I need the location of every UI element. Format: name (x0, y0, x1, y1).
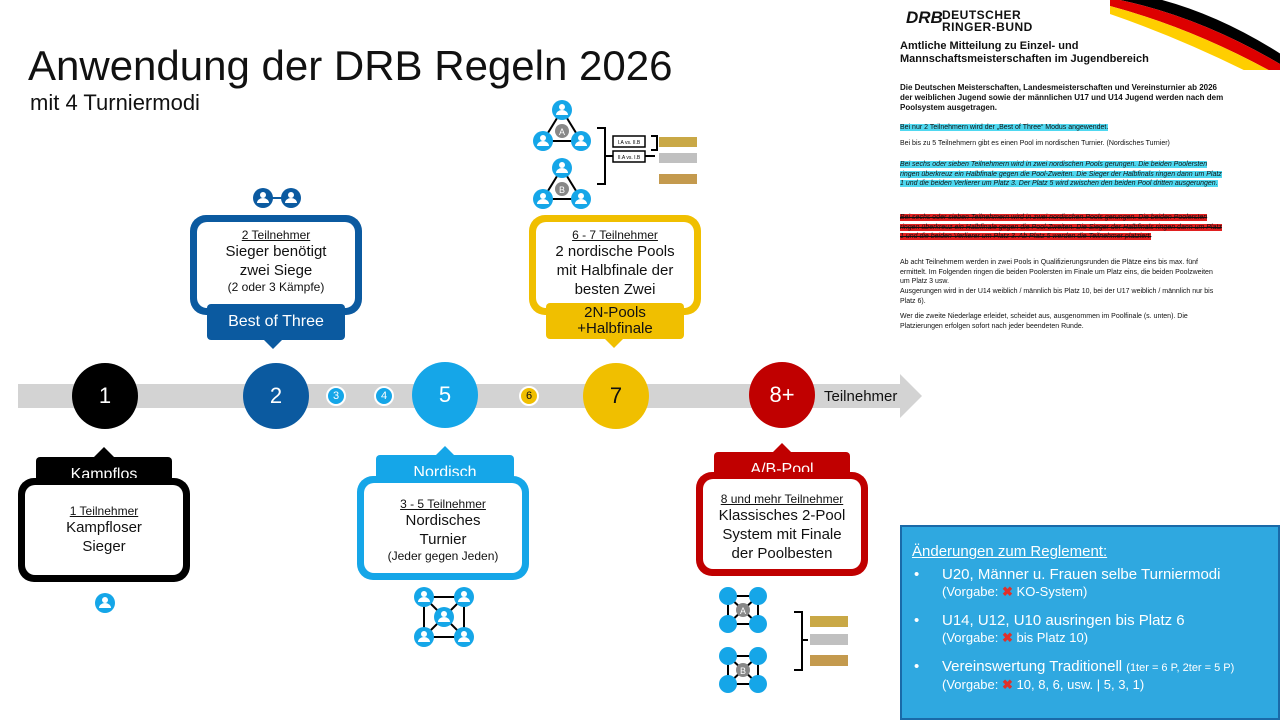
nordisch-participants: 3 - 5 Teilnehmer (400, 497, 486, 511)
kampflos-participants: 1 Teilnehmer (69, 504, 139, 518)
two-n-pools-box: 6 - 7 Teilnehmer 2 nordische Pools mit H… (529, 215, 701, 315)
ab-pool-pointer (772, 443, 792, 453)
kampflos-person-icon (94, 592, 116, 619)
ab-pool-box: 8 und mehr Teilnehmer Klassisches 2-Pool… (696, 472, 868, 576)
semifinal-2-label: II.A vs. I.B (618, 155, 641, 161)
german-flag-swoosh-icon (1110, 0, 1280, 70)
cross-mark-icon: ✖ (1002, 584, 1013, 599)
two-n-pools-participants: 6 - 7 Teilnehmer (572, 228, 658, 242)
two-n-pools-line1: 2 nordische Pools (555, 243, 675, 260)
document-paragraph-5: Ab acht Teilnehmern werden in zwei Pools… (900, 259, 1213, 285)
kampflos-pointer (94, 447, 114, 457)
ab-pool-line3: der Poolbesten (731, 545, 833, 562)
nordisch-line1: Nordisches (405, 512, 481, 529)
page-subtitle: mit 4 Turniermodi (30, 90, 200, 115)
two-n-pools-tag-line2: +Halbfinale (577, 320, 653, 337)
rule-change-prev-value: bis Platz 10) (1016, 630, 1089, 645)
cross-mark-icon: ✖ (1002, 677, 1013, 692)
document-paragraph-2: Bei bis zu 5 Teilnehmern gibt es einen P… (900, 140, 1170, 147)
two-n-pools-tag-line1: 2N-Pools (584, 304, 646, 321)
two-n-pools-line3: besten Zwei (574, 281, 656, 298)
document-paragraph-3-text: Bei sechs oder sieben Teilnehmern wird i… (900, 161, 1222, 187)
document-paragraph-6: Ausgerungen wird in der U14 weiblich / m… (900, 288, 1214, 305)
timeline-node-4: 4 (374, 386, 394, 406)
pool-b-label: B (559, 185, 565, 195)
timeline-arrowhead (900, 374, 922, 418)
best-of-three-participants: 2 Teilnehmer (241, 228, 311, 242)
document-paragraph-3: Bei sechs oder sieben Teilnehmern wird i… (900, 160, 1224, 189)
logo-line2: RINGER-BUND (942, 20, 1033, 34)
rule-change-item: U20, Männer u. Frauen selbe Turniermodi … (912, 566, 1268, 600)
document-paragraph-7: Wer die zweite Niederlage erleidet, sche… (900, 313, 1188, 330)
timeline-node-1: 1 (72, 363, 138, 429)
rule-change-prev-label: (Vorgabe: (942, 677, 999, 692)
document-paragraph-4-text: Bei sechs oder sieben Teilnehmern wird i… (900, 214, 1222, 240)
rule-change-prev-label: (Vorgabe: (942, 584, 999, 599)
rule-change-prev-label: (Vorgabe: (942, 630, 999, 645)
best-of-three-box: 2 Teilnehmer Sieger benötigt zwei Siege … (190, 215, 362, 315)
document-paragraph-4: Bei sechs oder sieben Teilnehmern wird i… (900, 213, 1224, 242)
rule-change-prev-value: KO-System) (1016, 584, 1088, 599)
page-title: Anwendung der DRB Regeln 2026 (28, 42, 673, 89)
kampflos-line1: Kampfloser (66, 519, 142, 536)
nordisch-box: 3 - 5 Teilnehmer Nordisches Turnier (Jed… (357, 476, 529, 580)
timeline-node-6: 6 (519, 386, 539, 406)
document-paragraph-1: Bei nur 2 Teilnehmern wird der „Best of … (900, 123, 1230, 133)
two-n-pools-pointer (604, 338, 624, 348)
ab-pool-line2: System mit Finale (722, 526, 842, 543)
ab-pool-b-label: B (740, 666, 746, 676)
rule-change-main: U14, U12, U10 ausringen bis Platz 6 (942, 612, 1185, 629)
rule-change-main-small: (1ter = 6 P, 2ter = 5 P) (1126, 662, 1235, 674)
kampflos-box: 1 Teilnehmer Kampfloser Sieger (18, 478, 190, 582)
ab-pool-participants: 8 und mehr Teilnehmer (720, 492, 844, 506)
two-n-pools-tag: 2N-Pools +Halbfinale (546, 303, 684, 339)
drb-logo-text: DEUTSCHER RINGER-BUND (942, 9, 1033, 33)
ab-pool-a-label: A (740, 606, 746, 616)
best-of-three-tag: Best of Three (207, 304, 345, 340)
ab-pool-bracket-icon: A B (714, 586, 854, 701)
nordisch-pointer (435, 446, 455, 456)
semifinal-1-label: I.A vs. II.B (618, 140, 641, 146)
nordic-pool-icon (412, 586, 478, 653)
rule-changes-panel: Änderungen zum Reglement: U20, Männer u.… (900, 525, 1280, 720)
timeline-node-3: 3 (326, 386, 346, 406)
best-of-three-line2: zwei Siege (239, 262, 313, 279)
ab-pool-line1: Klassisches 2-Pool (718, 507, 846, 524)
rule-changes-heading: Änderungen zum Reglement: (912, 543, 1108, 560)
rule-change-main: U20, Männer u. Frauen selbe Turniermodi (942, 566, 1221, 583)
timeline-node-7: 7 (583, 363, 649, 429)
best-of-three-line1: Sieger benötigt (225, 243, 327, 260)
nordisch-note: (Jeder gegen Jeden) (387, 549, 499, 563)
timeline-axis-label: Teilnehmer (824, 388, 898, 405)
best-of-three-pointer (263, 339, 283, 349)
pool-a-label: A (559, 127, 565, 137)
rule-change-item: Vereinswertung Traditionell (1ter = 6 P,… (912, 658, 1268, 693)
document-intro: Die Deutschen Meisterschaften, Landesmei… (900, 83, 1224, 112)
document-paragraph-1-text: Bei nur 2 Teilnehmern wird der „Best of … (900, 124, 1109, 131)
timeline-node-2: 2 (243, 363, 309, 429)
timeline-node-8plus: 8+ (749, 362, 815, 428)
two-n-pools-line2: mit Halbfinale der (556, 262, 674, 279)
rule-change-item: U14, U12, U10 ausringen bis Platz 6 (Vor… (912, 612, 1268, 646)
nordisch-line2: Turnier (419, 531, 467, 548)
logo-line1: DEUTSCHER (942, 8, 1022, 22)
rule-change-prev-value: 10, 8, 6, usw. | 5, 3, 1) (1016, 677, 1145, 692)
two-pool-bracket-icon: A B I.A vs. II.B II.A vs. I.B (525, 98, 705, 219)
cross-mark-icon: ✖ (1002, 630, 1013, 645)
timeline-node-5: 5 (412, 362, 478, 428)
best-of-three-note: (2 oder 3 Kämpfe) (227, 280, 325, 294)
document-heading: Amtliche Mitteilung zu Einzel- und Manns… (900, 40, 1149, 65)
drb-logo: DRB (906, 8, 943, 27)
kampflos-line2: Sieger (82, 538, 126, 555)
best-of-three-icon (252, 186, 302, 215)
rule-change-main: Vereinswertung Traditionell (942, 658, 1123, 675)
